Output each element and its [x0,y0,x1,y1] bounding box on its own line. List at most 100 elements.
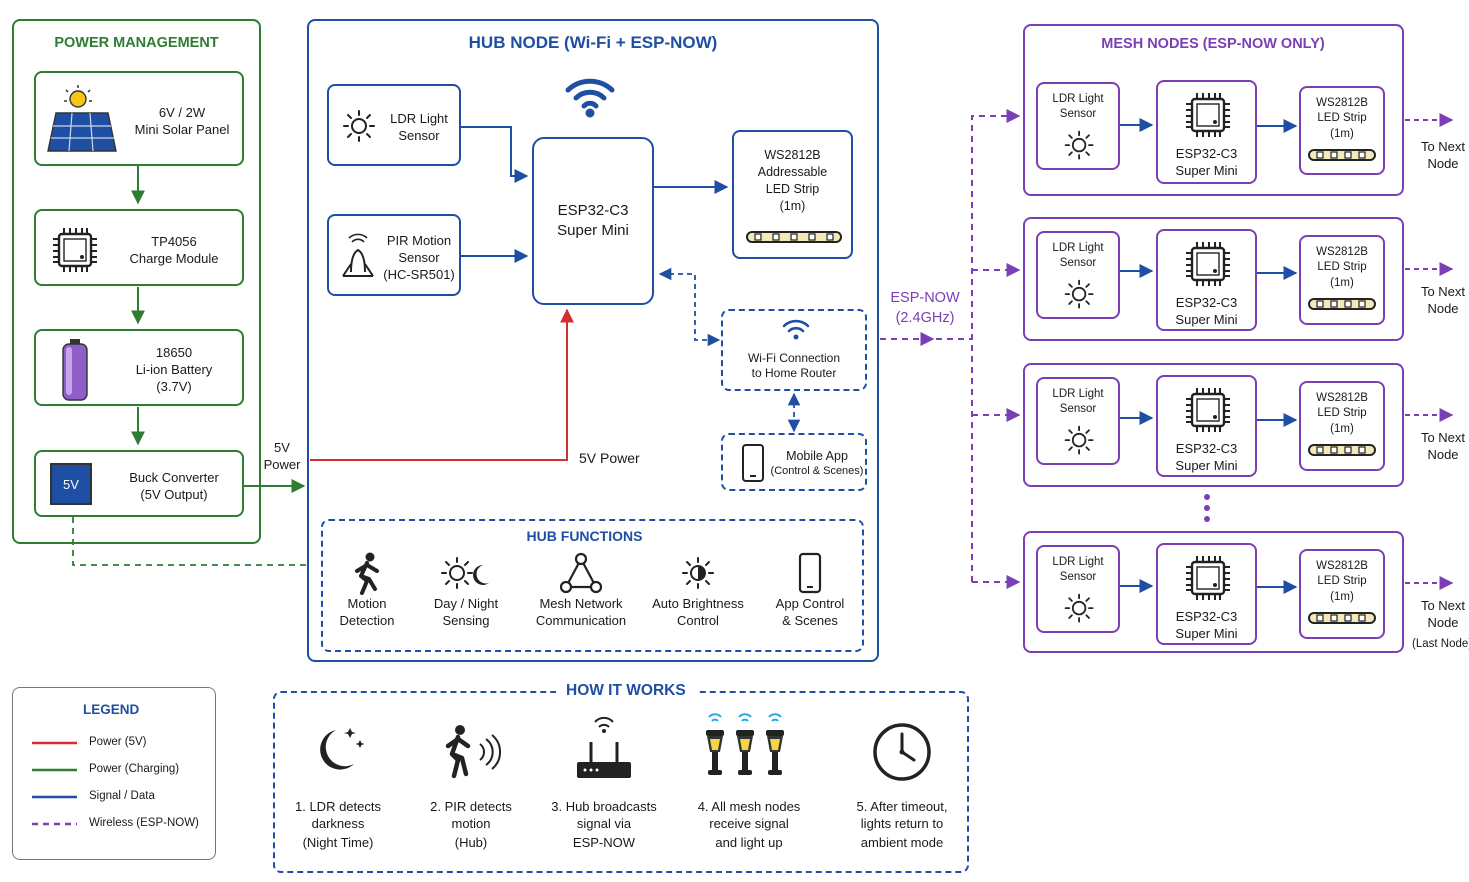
esp32-chip-icon [1184,240,1232,288]
power-management-title: POWER MANAGEMENT [54,35,219,51]
legend-title: LEGEND [83,702,140,717]
half-sun-icon [682,557,714,589]
legend-label: Wireless (ESP-NOW) [89,817,199,829]
charge-module-chip-icon [51,226,99,274]
mobile-app-box: Mobile App(Control & Scenes) [721,433,867,491]
sun-icon [1064,593,1094,623]
pir-person-icon [445,725,502,779]
sun-moon-icon [441,557,489,589]
garden-lights-icon [706,713,785,776]
how-it-works-box [273,691,969,873]
legend-label: Signal / Data [89,790,155,802]
function-app-control: App Control& Scenes [766,551,854,641]
pir-sensor-icon [342,233,374,277]
ldr-to-esp-arrow [461,126,529,183]
hub-5v-power-label: 5V Power [579,450,640,466]
led-strip-icon [746,231,842,243]
esp32-chip-icon [1184,554,1232,602]
clock-icon [873,723,931,781]
hub-node-title: HUB NODE (Wi-Fi + ESP-NOW) [468,33,718,52]
buck-converter-label: Buck Converter(5V Output) [129,469,219,502]
legend-swatch [32,741,77,745]
mesh-nodes-title: MESH NODES (ESP-NOW ONLY) [1101,36,1325,52]
wifi-icon [782,319,810,340]
led-strip-icon [1308,444,1376,456]
smartphone-icon [798,552,822,594]
led-strip-icon [1308,612,1376,624]
espnow-label: ESP-NOW(2.4GHz) [890,290,960,326]
sun-icon [1064,130,1094,160]
buck-to-functions-dashed-line [72,517,308,566]
espnow-bus [971,109,1021,582]
smartphone-icon [742,444,764,482]
how-it-works-title: HOW IT WORKS [556,682,696,700]
solar-panel-icon [47,85,117,152]
moon-stars-icon [320,728,365,770]
hub-functions-title: HUB FUNCTIONS [526,528,643,544]
led-strip-icon [1308,298,1376,310]
legend-swatch [32,822,77,826]
hub-power-line [310,308,574,461]
sun-icon [1064,425,1094,455]
esp32-chip-icon [1184,386,1232,434]
hub-node-panel [307,19,879,662]
battery-icon [62,339,88,401]
router-icon [577,716,631,778]
legend-box: LEGEND Power (5V)Power (Charging)Signal … [12,687,216,860]
esp32-chip-icon [1184,91,1232,139]
last-node-label: (Last Node) [1412,638,1469,650]
legend-swatch [32,768,77,772]
mesh-network-icon [559,552,603,594]
running-person-icon [355,552,379,595]
legend-label: Power (5V) [89,736,147,748]
power-management-panel [12,19,261,544]
sun-icon [343,110,375,142]
led-strip-icon [1308,149,1376,161]
esp-wifi-link [658,267,721,347]
